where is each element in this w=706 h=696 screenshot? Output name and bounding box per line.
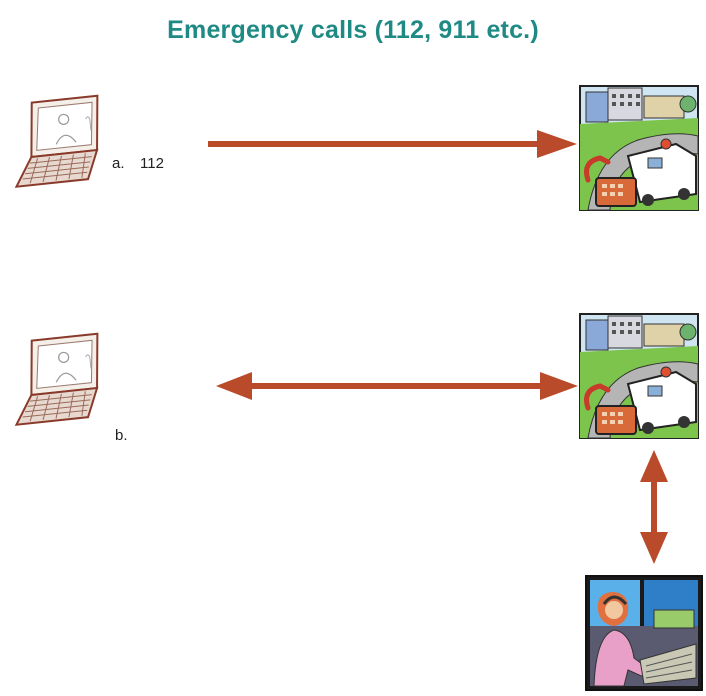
laptop-icon: [14, 94, 99, 188]
scenario-a-number: 112: [140, 155, 164, 172]
ambulance-city-icon: [579, 313, 699, 439]
scenario-b-marker: b.: [115, 427, 128, 444]
scenario-a-marker: a.: [112, 155, 125, 172]
one-way-arrow: [208, 130, 577, 158]
laptop-icon: [14, 332, 99, 426]
ambulance-city-icon: [579, 85, 699, 211]
two-way-arrow: [216, 372, 578, 400]
vertical-two-way-arrow: [640, 450, 668, 564]
dispatcher-operator-icon: [585, 575, 703, 691]
diagram-title: Emergency calls (112, 911 etc.): [167, 16, 539, 44]
